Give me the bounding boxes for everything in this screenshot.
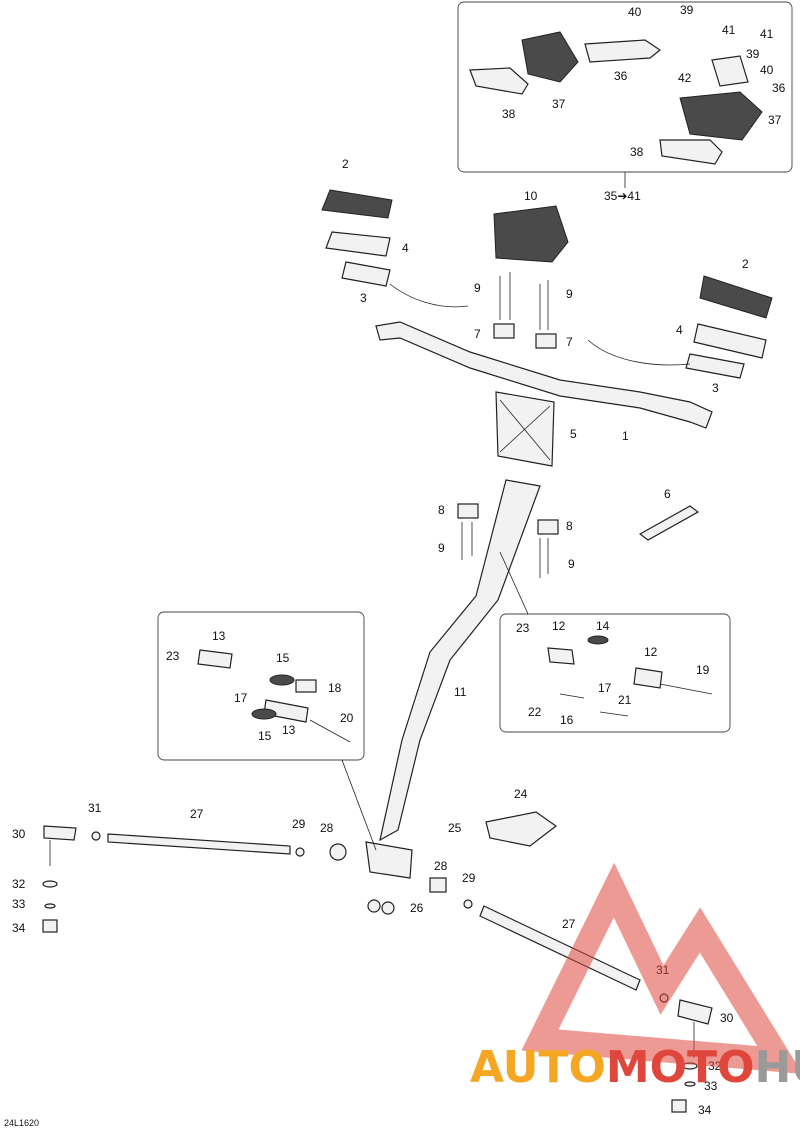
callout-32: 32	[12, 877, 26, 891]
callout-39: 39	[680, 3, 694, 17]
callout-14: 14	[596, 619, 610, 633]
callout-37b: 37	[768, 113, 782, 127]
watermark-logo-icon	[521, 862, 800, 1074]
handguard-left	[469, 31, 662, 95]
callout-22: 22	[528, 705, 542, 719]
callout-15b: 15	[258, 729, 272, 743]
upper-clamps	[493, 272, 557, 349]
callout-8: 8	[438, 503, 445, 517]
callout-35-41: 35➔41	[604, 189, 641, 203]
callout-38b: 38	[630, 145, 644, 159]
callout-17: 17	[234, 691, 248, 705]
callout-9d: 9	[568, 557, 575, 571]
wrench	[638, 505, 700, 541]
callout-23: 23	[166, 649, 180, 663]
callout-21: 21	[618, 693, 632, 707]
grip-right	[699, 275, 773, 319]
callout-11: 11	[454, 685, 467, 699]
callout-2b: 2	[742, 257, 749, 271]
callout-29b: 29	[462, 871, 476, 885]
callout-34b: 34	[698, 1103, 712, 1117]
callout-7: 7	[474, 327, 481, 341]
callout-9b: 9	[566, 287, 573, 301]
callout-1: 1	[622, 429, 629, 443]
callout-8b: 8	[566, 519, 573, 533]
callout-30b: 30	[720, 1011, 734, 1025]
callout-12b: 12	[644, 645, 658, 659]
callout-12: 12	[552, 619, 566, 633]
diagram-reference-code: 24L1620	[4, 1118, 39, 1128]
callout-33b: 33	[704, 1079, 718, 1093]
steering-column	[365, 479, 541, 879]
callout-37: 37	[552, 97, 566, 111]
callout-20: 20	[340, 711, 354, 725]
callout-33: 33	[12, 897, 26, 911]
lower-clamps	[457, 503, 559, 578]
grip-sleeve-right	[693, 323, 767, 359]
callout-4b: 4	[676, 323, 683, 337]
fasteners	[42, 831, 698, 1113]
grip-heater-right	[587, 339, 745, 379]
grip-left	[321, 189, 393, 219]
callout-6: 6	[664, 487, 671, 501]
watermark-moto: MOTO	[606, 1042, 755, 1093]
callout-25: 25	[448, 821, 462, 835]
callout-41: 41	[722, 23, 736, 37]
grip-heater-left	[341, 261, 469, 308]
callout-34: 34	[12, 921, 26, 935]
callout-9: 9	[474, 281, 481, 295]
tie-rod-left	[43, 825, 347, 866]
callout-30: 30	[12, 827, 26, 841]
callout-13: 13	[212, 629, 226, 643]
callout-38: 38	[502, 107, 516, 121]
callout-40b: 40	[760, 63, 774, 77]
callout-15: 15	[276, 651, 290, 665]
callout-2: 2	[342, 157, 349, 171]
callout-13b: 13	[282, 723, 296, 737]
handlebar	[375, 321, 713, 429]
callout-17b: 17	[598, 681, 612, 695]
callout-36b: 36	[772, 81, 786, 95]
callout-28b: 28	[434, 859, 448, 873]
right-bushing-box	[499, 613, 731, 733]
callout-3b: 3	[712, 381, 719, 395]
callout-18: 18	[328, 681, 342, 695]
svg-text:AUTOMOTOHUB: AUTOMOTOHUB	[470, 1042, 800, 1093]
callout-23b: 23	[516, 621, 530, 635]
callout-28: 28	[320, 821, 334, 835]
callout-7b: 7	[566, 335, 573, 349]
callout-24: 24	[514, 787, 528, 801]
callout-5: 5	[570, 427, 577, 441]
callout-36: 36	[614, 69, 628, 83]
callout-10: 10	[524, 189, 538, 203]
callout-31: 31	[88, 801, 102, 815]
callout-41b: 41	[760, 27, 774, 41]
riser-block	[495, 391, 555, 467]
callout-16: 16	[560, 713, 574, 727]
callout-39b: 39	[746, 47, 760, 61]
handguard-right	[659, 55, 763, 165]
column-plate	[485, 811, 558, 847]
callout-27b: 27	[562, 917, 576, 931]
left-bushing-parts	[197, 649, 351, 743]
watermark-hub: HUB	[754, 1042, 800, 1093]
watermark: AUTOMOTOHUB	[470, 862, 800, 1093]
callout-3: 3	[360, 291, 367, 305]
callout-42: 42	[678, 71, 692, 85]
left-bushing-box	[157, 611, 365, 761]
callout-40: 40	[628, 5, 642, 19]
callout-27: 27	[190, 807, 204, 821]
handlebar-pad	[493, 205, 569, 263]
watermark-auto: AUTO	[470, 1042, 606, 1093]
grip-sleeve-left	[325, 231, 391, 257]
callout-4: 4	[402, 241, 409, 255]
callout-19: 19	[696, 663, 710, 677]
callout-29: 29	[292, 817, 306, 831]
callout-9c: 9	[438, 541, 445, 555]
right-bushing-parts	[547, 635, 713, 717]
callout-26: 26	[410, 901, 424, 915]
